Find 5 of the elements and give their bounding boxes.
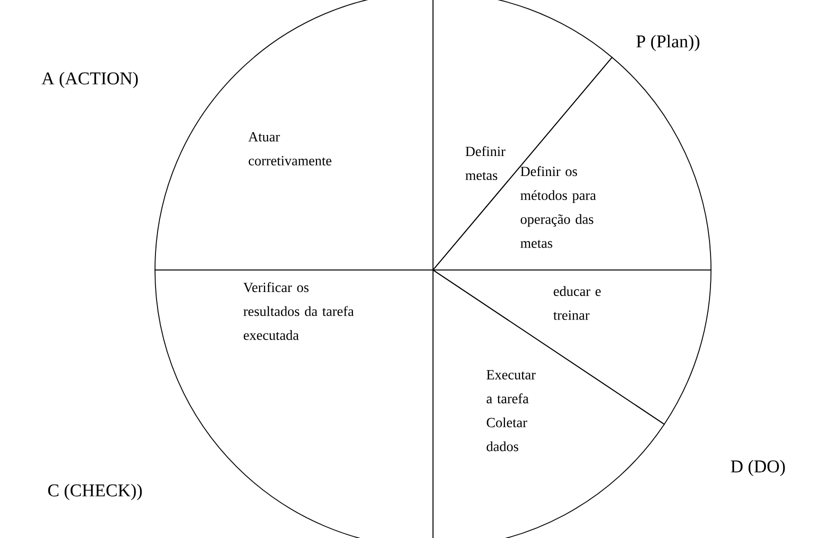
- phase-label: A (ACTION): [42, 72, 138, 88]
- phase-label: D (DO): [730, 460, 785, 476]
- pie-sector: Verificar os resultados da tarefa executada: [154, 270, 434, 538]
- pie-sector: Atuar corretivamente: [154, 0, 434, 270]
- phase-label: P (Plan)): [636, 34, 700, 52]
